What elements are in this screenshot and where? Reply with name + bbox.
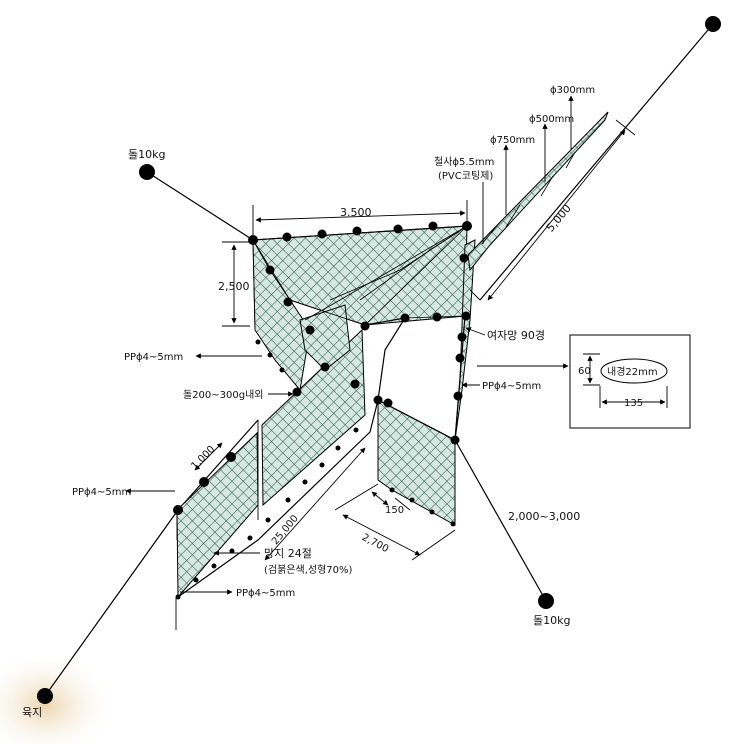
frame-inner-4 — [359, 225, 468, 301]
stone-small-label: 돌200~300g내외 — [183, 389, 264, 401]
floats-side — [265, 253, 471, 445]
stone-top-right — [705, 16, 721, 32]
female-net-callout: 여자망 90경 — [465, 327, 545, 342]
inset-60-label: 60 — [578, 366, 591, 377]
leader-net-panel — [176, 431, 259, 599]
wire-coating-label: (PVC코팅제) — [438, 170, 493, 182]
pp-left1-label: PPϕ4~5mm — [124, 352, 183, 363]
left-anchor-line — [146, 171, 254, 241]
cod-end-net — [467, 111, 609, 272]
inset-135-label: 135 — [624, 398, 643, 409]
pp-right-label: PPϕ4~5mm — [482, 381, 541, 392]
right-anchor-line — [454, 439, 547, 602]
net-spec1-label: 망지 24절 — [264, 547, 312, 560]
stone-bottom — [538, 593, 554, 609]
frame-inner-2 — [304, 225, 468, 321]
pp-right-callout: PPϕ4~5mm — [461, 381, 541, 392]
d300-label: ϕ300mm — [550, 85, 595, 96]
dim-2500: 2,500 — [218, 241, 250, 327]
stone-top-label: 돌10kg — [128, 148, 165, 161]
left-side-net — [252, 239, 311, 392]
inset-inner-label: 내경22mm — [607, 365, 658, 378]
stone-small-callout: 돌200~300g내외 — [183, 389, 294, 401]
diameter-callouts: ϕ750mm ϕ500mm ϕ300mm 철사ϕ5.5mm (PVC코팅제) — [434, 85, 595, 244]
pp-left2-callout: PPϕ4~5mm — [72, 487, 175, 498]
pp-bottom-callout: PPϕ4~5mm — [175, 588, 295, 630]
main-anchor-line-upper — [479, 23, 714, 301]
stone-top-left — [139, 164, 155, 180]
wire-label: 철사ϕ5.5mm — [434, 156, 494, 168]
stone-shore — [37, 688, 53, 704]
dim-3500: 3.500 — [252, 200, 468, 238]
dim-2000-3000-label: 2,000~3,000 — [508, 510, 580, 523]
floats-top — [248, 221, 472, 245]
pp-left2-label: PPϕ4~5mm — [72, 487, 131, 498]
pp-bottom-label: PPϕ4~5mm — [236, 588, 295, 599]
net-spec2-label: (검붉은색,성형70%) — [264, 564, 353, 576]
shore-label: 육지 — [22, 706, 42, 719]
d750-label: ϕ750mm — [490, 135, 535, 146]
dim-2500-label: 2,500 — [218, 280, 250, 293]
dim-150: 150 — [371, 491, 411, 516]
dim-5000: 5,000 — [469, 119, 636, 301]
dim-3500-label: 3.500 — [340, 206, 372, 219]
inset-box: 내경22mm 60 135 — [477, 334, 691, 429]
shore-glow — [0, 650, 115, 744]
chamber-frame — [364, 315, 466, 441]
d500-label: ϕ500mm — [529, 114, 574, 125]
inner-funnel-net — [299, 304, 351, 371]
dim-1000-label: 1,000 — [189, 444, 217, 472]
dim-150-label: 150 — [385, 505, 404, 516]
net-spec-callout: 망지 24절 (검붉은색,성형70%) — [213, 547, 353, 576]
dim-2700-label: 2,700 — [360, 532, 390, 555]
dim-1000: 1,000 — [189, 442, 223, 472]
floats-leader — [173, 452, 236, 515]
pp-left1-callout: PPϕ4~5mm — [124, 352, 262, 363]
dim-25000-label: 25,000 — [270, 513, 301, 547]
main-anchor-line-lower — [44, 509, 179, 697]
stone-bottom-label: 돌10kg — [533, 614, 570, 627]
female-net-label: 여자망 90경 — [487, 329, 545, 342]
